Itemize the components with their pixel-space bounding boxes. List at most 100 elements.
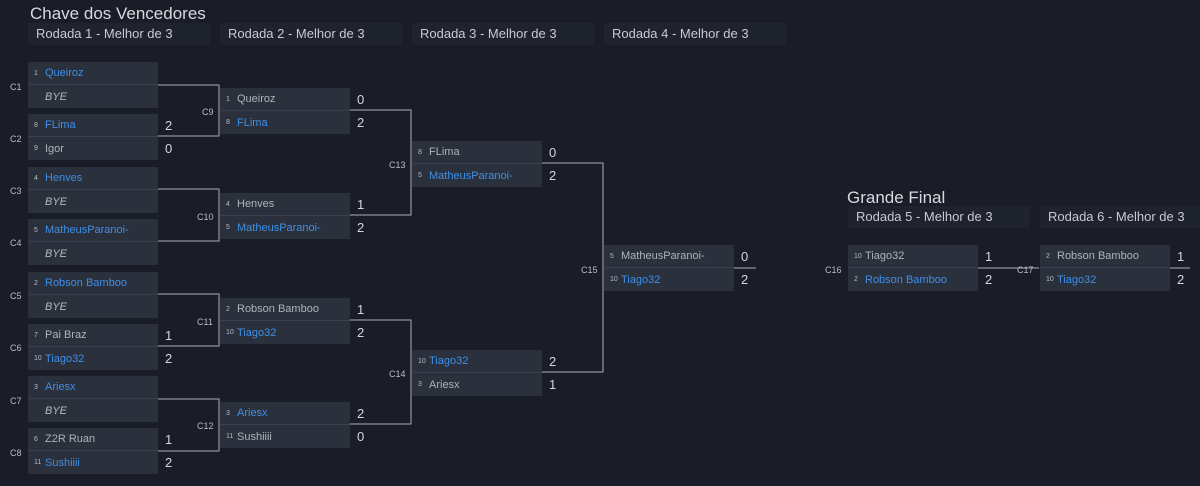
seed-number: 10 bbox=[34, 355, 42, 362]
seed-number: 2 bbox=[1046, 252, 1050, 260]
participant-name[interactable]: Sushiiii bbox=[237, 430, 272, 443]
participant-name[interactable]: Tiago32 bbox=[237, 326, 277, 339]
match-label: C2 bbox=[10, 134, 22, 144]
participant-name[interactable]: FLima bbox=[429, 146, 460, 158]
participant-name[interactable]: Igor bbox=[45, 142, 64, 155]
participant-name[interactable]: Robson Bamboo bbox=[1057, 250, 1139, 262]
seed-number: 10 bbox=[226, 329, 234, 336]
round-header-5: Rodada 5 - Melhor de 3 bbox=[848, 206, 1030, 228]
round-header-1: Rodada 1 - Melhor de 3 bbox=[28, 23, 210, 45]
participant-name[interactable]: FLima bbox=[237, 116, 268, 129]
participant-name[interactable]: Sushiiii bbox=[45, 456, 80, 469]
match-score: 2 bbox=[549, 168, 557, 183]
participant-name[interactable]: Robson Bamboo bbox=[237, 303, 319, 315]
round-header-6: Rodada 6 - Melhor de 3 bbox=[1040, 206, 1200, 228]
match-label: C8 bbox=[10, 448, 22, 458]
match-label: C14 bbox=[389, 369, 406, 379]
participant-slot[interactable]: 5 MatheusParanoi- bbox=[604, 245, 734, 268]
participant-name[interactable]: MatheusParanoi- bbox=[621, 250, 705, 262]
participant-slot[interactable]: BYE bbox=[28, 190, 158, 213]
match-score: 2 bbox=[357, 406, 365, 421]
bye-placeholder: BYE bbox=[45, 300, 68, 313]
participant-name[interactable]: Ariesx bbox=[429, 378, 460, 391]
bye-placeholder: BYE bbox=[45, 90, 68, 103]
round-header-3: Rodada 3 - Melhor de 3 bbox=[412, 23, 594, 45]
participant-name[interactable]: MatheusParanoi- bbox=[429, 169, 513, 182]
seed-number: 7 bbox=[34, 331, 38, 339]
round-header-4: Rodada 4 - Melhor de 3 bbox=[604, 23, 786, 45]
match-score: 2 bbox=[357, 115, 365, 130]
match-score: 1 bbox=[165, 432, 173, 447]
participant-slot[interactable]: 7 Pai Braz bbox=[28, 324, 158, 347]
participant-name[interactable]: Z2R Ruan bbox=[45, 433, 96, 445]
match-score: 2 bbox=[357, 325, 365, 340]
match-score: 2 bbox=[1177, 272, 1185, 287]
participant-slot[interactable]: BYE bbox=[28, 295, 158, 318]
participant-slot[interactable]: BYE bbox=[28, 399, 158, 422]
match-score bbox=[165, 167, 183, 190]
participant-name[interactable]: Tiago32 bbox=[621, 273, 661, 286]
match-score bbox=[165, 376, 183, 399]
seed-number: 10 bbox=[1046, 276, 1054, 283]
participant-name[interactable]: Robson Bamboo bbox=[45, 277, 127, 289]
participant-name[interactable]: Robson Bamboo bbox=[865, 273, 947, 286]
seed-number: 11 bbox=[34, 459, 42, 466]
bye-placeholder: BYE bbox=[45, 404, 68, 417]
match-score: 0 bbox=[549, 145, 557, 160]
match-label: C1 bbox=[10, 82, 22, 92]
participant-name[interactable]: Henves bbox=[45, 172, 83, 184]
seed-number: 10 bbox=[418, 357, 426, 365]
match-label: C12 bbox=[197, 421, 214, 431]
participant-slot[interactable]: BYE bbox=[28, 242, 158, 265]
participant-name[interactable]: Ariesx bbox=[237, 407, 268, 419]
participant-slot[interactable]: 2 Robson Bamboo bbox=[1040, 245, 1170, 268]
round-header-2: Rodada 2 - Melhor de 3 bbox=[220, 23, 402, 45]
participant-slot[interactable]: BYE bbox=[28, 85, 158, 108]
seed-number: 8 bbox=[226, 119, 230, 126]
match-score: 2 bbox=[165, 118, 173, 133]
participant-name[interactable]: FLima bbox=[45, 119, 76, 131]
match-label: C15 bbox=[581, 265, 598, 275]
participant-name[interactable]: Tiago32 bbox=[45, 352, 85, 365]
participant-name[interactable]: Tiago32 bbox=[1057, 273, 1097, 286]
participant-name[interactable]: Ariesx bbox=[45, 381, 76, 393]
participant-name[interactable]: Henves bbox=[237, 198, 275, 210]
participant-name[interactable]: Pai Braz bbox=[45, 329, 87, 341]
match-score: 0 bbox=[357, 429, 365, 444]
participant-name[interactable]: Queiroz bbox=[237, 93, 276, 105]
participant-slot[interactable]: 8 FLima bbox=[220, 111, 350, 134]
participant-name[interactable]: Queiroz bbox=[45, 67, 84, 79]
match-score: 2 bbox=[741, 272, 749, 287]
participant-name[interactable]: MatheusParanoi- bbox=[237, 221, 321, 234]
bye-placeholder: BYE bbox=[45, 195, 68, 208]
seed-number: 5 bbox=[610, 252, 614, 260]
participant-name[interactable]: Tiago32 bbox=[865, 250, 905, 262]
participant-name[interactable]: MatheusParanoi- bbox=[45, 224, 129, 236]
participant-name[interactable]: Tiago32 bbox=[429, 355, 469, 367]
